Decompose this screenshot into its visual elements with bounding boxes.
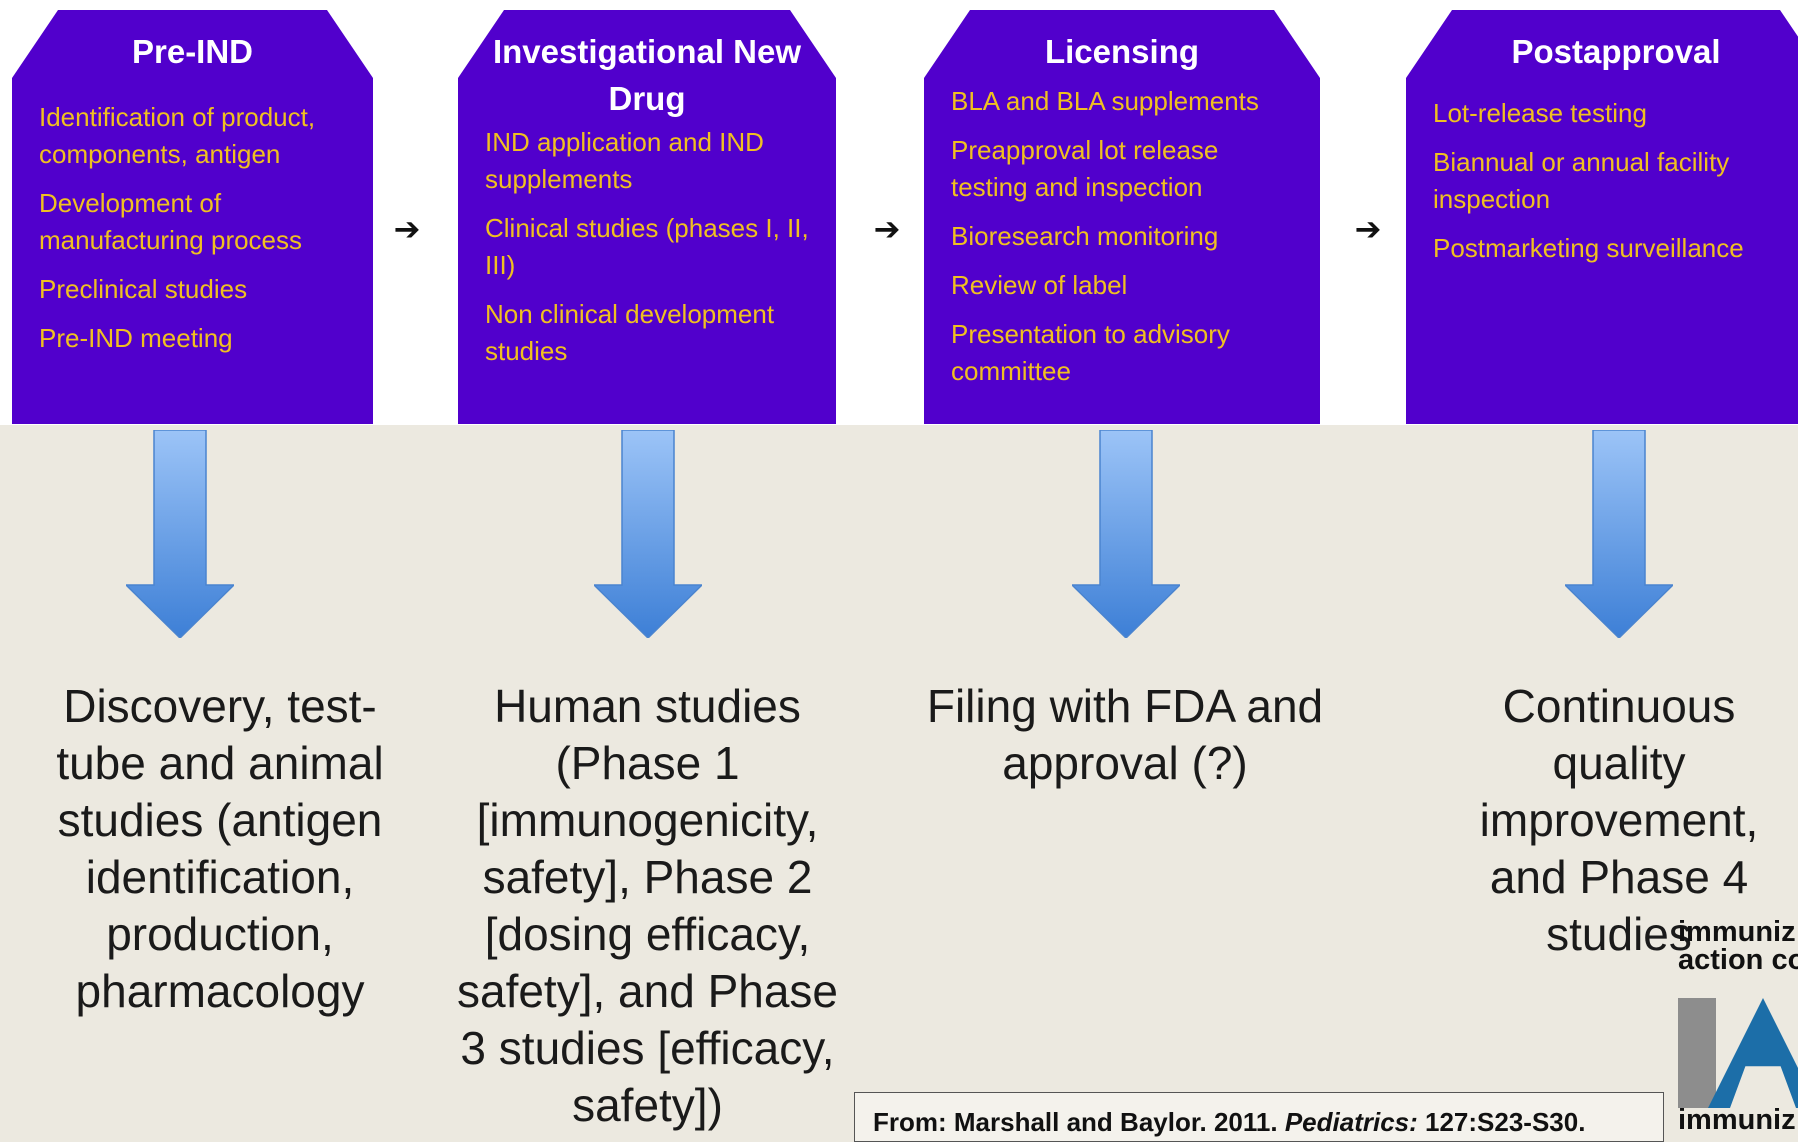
stage-item: Preclinical studies xyxy=(39,274,248,304)
down-arrow-icon xyxy=(1565,430,1673,638)
stage-ind: Investigational New Drug IND application… xyxy=(458,10,836,424)
citation-prefix: From: Marshall and Baylor. 2011. xyxy=(873,1107,1285,1137)
stage-title: Licensing xyxy=(1044,33,1200,70)
logo-text-line2: action co xyxy=(1678,944,1798,976)
right-arrow-icon: ➔ xyxy=(393,211,421,247)
stage-item: Presentation to advisory committee xyxy=(951,319,1230,386)
stage-item: Lot-release testing xyxy=(1433,98,1647,128)
right-arrow-icon: ➔ xyxy=(873,211,901,247)
stage-item: BLA and BLA supplements xyxy=(951,86,1259,116)
logo: immuniz action co immuniz xyxy=(1678,918,1798,1135)
description-discovery: Discovery, test-tube and animal studies … xyxy=(56,680,384,1017)
logo-mark xyxy=(1678,998,1798,1108)
logo-bar xyxy=(1678,998,1716,1108)
right-arrow-icon: ➔ xyxy=(1354,211,1382,247)
stage-item: Clinical studies (phases I, II, III) xyxy=(485,213,809,280)
description-continuous-improvement: Continuous quality improvement, and Phas… xyxy=(1479,680,1759,960)
stage-title: Pre-IND xyxy=(131,33,254,70)
stage-item: Postmarketing surveillance xyxy=(1433,233,1744,263)
stage-item: Bioresearch monitoring xyxy=(951,221,1219,251)
description-human-studies: Human studies (Phase 1 [immunogenicity, … xyxy=(456,680,839,1131)
stage-item: Pre-IND meeting xyxy=(39,323,233,353)
down-arrow-icon xyxy=(126,430,234,638)
stage-title: Investigational New Drug xyxy=(492,33,802,117)
logo-text-line1: immuniz xyxy=(1678,918,1796,948)
stage-item: Non clinical development studies xyxy=(485,299,775,366)
stage-item: Preapproval lot release testing and insp… xyxy=(951,135,1219,202)
stage-licensing: Licensing BLA and BLA supplements Preapp… xyxy=(924,10,1320,424)
stage-pre-ind: Pre-IND Identification of product, compo… xyxy=(12,10,373,424)
down-arrow-icon xyxy=(594,430,702,638)
stage-item: Biannual or annual facility inspection xyxy=(1433,147,1730,214)
stage-items: BLA and BLA supplements Preapproval lot … xyxy=(924,83,1320,390)
citation-journal: Pediatrics: xyxy=(1284,1107,1418,1137)
stage-item: Identification of product, components, a… xyxy=(39,102,316,169)
logo-text-bottom: immuniz xyxy=(1678,1104,1796,1135)
stage-postapproval: Postapproval Lot-release testing Biannua… xyxy=(1406,10,1798,424)
stage-items: Lot-release testing Biannual or annual f… xyxy=(1406,95,1798,267)
logo-letter-shape xyxy=(1708,998,1798,1108)
citation-suffix: 127:S23-S30. xyxy=(1417,1107,1586,1137)
stage-item: Review of label xyxy=(951,270,1128,300)
stage-title: Postapproval xyxy=(1511,33,1721,70)
stage-item: IND application and IND supplements xyxy=(485,127,764,194)
description-filing: Filing with FDA and approval (?) xyxy=(926,680,1324,789)
stage-items: IND application and IND supplements Clin… xyxy=(458,124,836,370)
stage-items: Identification of product, components, a… xyxy=(12,99,373,357)
stage-item: Development of manufacturing process xyxy=(39,188,303,255)
down-arrow-icon xyxy=(1072,430,1180,638)
